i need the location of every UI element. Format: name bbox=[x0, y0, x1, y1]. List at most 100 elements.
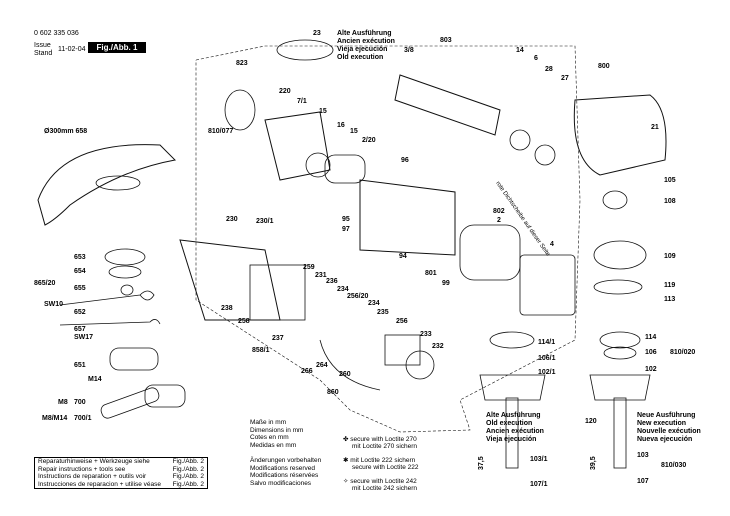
label-38: 3/8 bbox=[404, 47, 414, 54]
bearing-6 bbox=[509, 129, 531, 151]
handle-700 bbox=[100, 387, 160, 419]
repair-row-fig: Fig./Abb. 2 bbox=[172, 458, 204, 465]
label-71: 7/1 bbox=[297, 98, 307, 105]
label-232: 232 bbox=[432, 343, 444, 350]
label-m8: M8 bbox=[58, 399, 68, 406]
label-107: 107 bbox=[637, 478, 649, 485]
loctite-242-line1: mit Loctite 242 sichern bbox=[352, 485, 418, 492]
repair-row-fig: Fig./Abb. 2 bbox=[172, 480, 204, 488]
label-27: 27 bbox=[561, 75, 569, 82]
label-801: 801 bbox=[425, 270, 437, 277]
repair-row-text: Instrucciones de reparacion + utilise vé… bbox=[38, 480, 162, 488]
loctite-270-line0: secure with Loctite 270 bbox=[350, 436, 417, 443]
label-651: 651 bbox=[74, 362, 86, 369]
washer-655 bbox=[120, 284, 134, 296]
label-109: 109 bbox=[664, 253, 676, 260]
repair-row-fig: Fig./Abb. 2 bbox=[172, 473, 204, 481]
label-258: 258 bbox=[238, 318, 250, 325]
label-1021: 102/1 bbox=[538, 369, 556, 376]
pole-802 bbox=[459, 224, 521, 281]
label-655: 655 bbox=[74, 285, 86, 292]
flange-4 bbox=[519, 254, 576, 316]
label-113: 113 bbox=[664, 296, 676, 303]
label-266: 266 bbox=[301, 368, 313, 375]
pinion-108 bbox=[602, 190, 628, 210]
label-1031: 103/1 bbox=[530, 456, 548, 463]
figure-tag: Fig./Abb. 1 bbox=[88, 42, 146, 53]
label-103: 103 bbox=[637, 452, 649, 459]
old-version-mid-2: Ancien exécution bbox=[486, 428, 544, 435]
label-23: 23 bbox=[313, 30, 321, 37]
label-m14: M14 bbox=[88, 376, 102, 383]
switch-256 bbox=[384, 334, 421, 366]
mod-3: Salvo modificaciones bbox=[250, 479, 312, 487]
doc-number: 0 602 335 036 bbox=[34, 30, 79, 37]
label-106: 106 bbox=[645, 349, 657, 356]
label-1071: 107/1 bbox=[530, 481, 548, 488]
label-237: 237 bbox=[272, 335, 284, 342]
gear-housing bbox=[264, 111, 331, 181]
issue-date: 11-02-04 bbox=[58, 46, 86, 53]
label-8581: 858/1 bbox=[252, 347, 270, 354]
label-25620: 256/20 bbox=[347, 293, 369, 300]
loctite-222-icon: ✱ bbox=[343, 457, 349, 464]
label-97: 97 bbox=[342, 226, 350, 233]
bearing-flange-114 bbox=[599, 331, 641, 349]
label-231: 231 bbox=[315, 272, 327, 279]
label-2301: 230/1 bbox=[256, 218, 274, 225]
label-236: 236 bbox=[326, 278, 338, 285]
bearing-28 bbox=[534, 144, 556, 166]
loctite-242-line0: secure with Loctite 242 bbox=[350, 478, 417, 485]
label-264: 264 bbox=[316, 362, 328, 369]
dim-3: Medidas en mm bbox=[250, 441, 297, 449]
loctite-242: ✧ secure with Loctite 242 mit Loctite 24… bbox=[343, 478, 417, 492]
label-800: 800 bbox=[598, 63, 610, 70]
fan-16 bbox=[324, 154, 366, 184]
ring-119 bbox=[593, 279, 643, 295]
label-95: 95 bbox=[342, 216, 350, 223]
label-16: 16 bbox=[337, 122, 345, 129]
label-m8m14: M8/M14 bbox=[42, 415, 68, 422]
bearing-15 bbox=[305, 152, 331, 178]
repair-row-text: Repair instructions + tools see bbox=[38, 465, 126, 473]
old-version-mid-1: Old execution bbox=[486, 420, 533, 427]
repair-row: Instrucciones de reparacion + utilise vé… bbox=[35, 481, 207, 489]
repair-row-text: Reparaturhinweise + Werkzeuge siehe bbox=[38, 458, 150, 465]
label-6: 6 bbox=[534, 55, 538, 62]
assembly-boundary bbox=[195, 45, 581, 433]
old-version-top-3: Old execution bbox=[337, 54, 384, 61]
label-94: 94 bbox=[399, 253, 407, 260]
label-119: 119 bbox=[664, 282, 676, 289]
switch-box-259 bbox=[249, 264, 306, 321]
label-220: 220 bbox=[279, 88, 291, 95]
loctite-222-line1: secure with Loctite 222 bbox=[352, 464, 419, 471]
label-7001: 700/1 bbox=[74, 415, 92, 422]
label-375: 37,5 bbox=[478, 456, 485, 470]
label-810020: 810/020 bbox=[670, 349, 696, 356]
label-105: 105 bbox=[664, 177, 676, 184]
loctite-222: ✱ mit Loctite 222 sichern secure with Lo… bbox=[343, 457, 418, 471]
loctite-222-line0: mit Loctite 222 sichern bbox=[350, 457, 416, 464]
stator-housing bbox=[359, 179, 456, 256]
label-653: 653 bbox=[74, 254, 86, 261]
label-700: 700 bbox=[74, 399, 86, 406]
label-395: 39,5 bbox=[590, 456, 597, 470]
bearing-106 bbox=[603, 346, 637, 360]
label-238: 238 bbox=[221, 305, 233, 312]
new-version-2: Nouvelle exécution bbox=[637, 428, 701, 435]
dim-0: Maße in mm bbox=[250, 419, 287, 426]
label-654: 654 bbox=[74, 268, 86, 275]
label-803: 803 bbox=[440, 37, 452, 44]
repair-row-text: Instructions de reparation + outils voir bbox=[38, 473, 147, 481]
spindle-flange-new bbox=[589, 374, 651, 401]
spindle-old bbox=[505, 397, 519, 469]
label-802: 802 bbox=[493, 208, 505, 215]
label-28: 28 bbox=[545, 66, 553, 73]
label-1141: 114/1 bbox=[538, 339, 556, 346]
label-652: 652 bbox=[74, 309, 86, 316]
label-234b: 234 bbox=[368, 300, 380, 307]
cable-860 bbox=[319, 339, 381, 391]
